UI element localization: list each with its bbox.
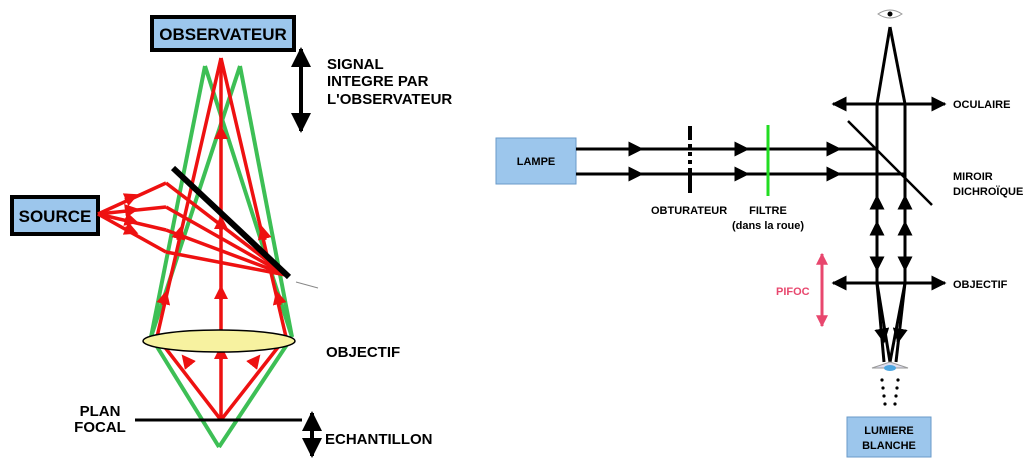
obturateur-label: OBTURATEUR [651, 205, 727, 217]
observer-box: OBSERVATEUR [150, 15, 296, 52]
lampe-label: LAMPE [517, 156, 556, 168]
lumiere-label-1: LUMIERE [864, 425, 914, 437]
source-label: SOURCE [19, 207, 92, 226]
signal-label-1: SIGNAL [327, 56, 384, 73]
mirror-pointer [295, 281, 319, 289]
red-rays [97, 57, 288, 422]
oculaire-label: OCULAIRE [953, 99, 1010, 111]
eye-icon [877, 9, 903, 19]
horizontal-beams [576, 141, 905, 182]
lampe-box: LAMPE [495, 137, 577, 185]
miroir-label-2: DICHROÏQUE [953, 185, 1023, 198]
pifoc-label: PIFOC [776, 286, 810, 298]
right-diagram: LAMPE [495, 9, 1023, 458]
vertical-beams [869, 26, 913, 363]
signal-label-3: L'OBSERVATEUR [327, 91, 452, 108]
lumiere-blanche-box: LUMIERE BLANCHE [846, 416, 932, 458]
lumiere-label-2: BLANCHE [862, 440, 916, 452]
plan-focal-label-2: FOCAL [74, 419, 126, 436]
observer-label: OBSERVATEUR [159, 25, 287, 44]
dichroic-mirror-left [170, 165, 292, 280]
plan-focal-label-1: PLAN [80, 403, 121, 420]
objectif-label-right: OBJECTIF [953, 279, 1008, 291]
echantillon-label: ECHANTILLON [325, 431, 433, 448]
filtre-label: FILTRE [749, 205, 787, 217]
source-box: SOURCE [10, 195, 100, 236]
objective-lens-left [142, 329, 296, 353]
dichroic-mirror-right [847, 120, 933, 206]
objectif-label-left: OBJECTIF [326, 344, 400, 361]
signal-label-2: INTEGRE PAR [327, 73, 429, 90]
white-light-dots [880, 378, 900, 406]
sample [871, 361, 909, 371]
miroir-label-1: MIROIR [953, 171, 993, 183]
left-diagram: OBSERVATEUR SOURCE [10, 15, 452, 458]
filtre-sub-label: (dans la roue) [732, 220, 804, 232]
